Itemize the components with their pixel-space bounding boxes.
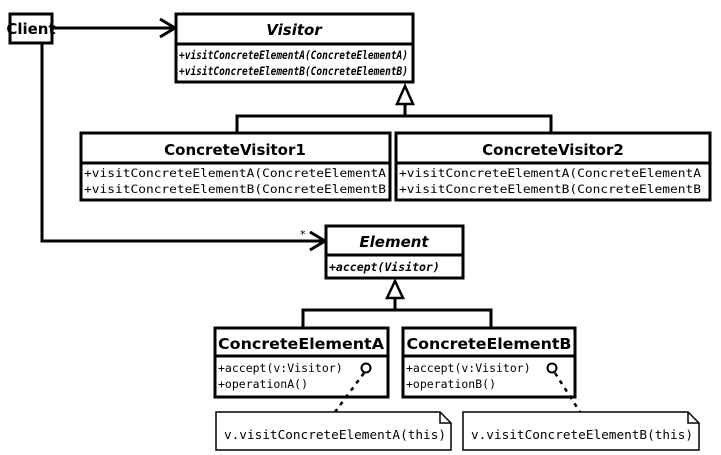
client-class: Client [6,12,56,45]
visitor-method: +visitConcreteElementA(ConcreteElementA) [179,48,408,62]
visitor-class: Visitor +visitConcreteElementA(ConcreteE… [174,12,415,84]
concrete-visitor-1-class: ConcreteVisitor1 +visitConcreteElementA(… [79,131,392,202]
note-b-link [553,372,582,413]
concrete-element-b-name: ConcreteElementB [407,335,572,353]
note-a: v.visitConcreteElementA(this) [215,411,452,451]
concrete-visitor-1-method: +visitConcreteElementA(ConcreteElementA [84,166,386,180]
concrete-visitor-2-name: ConcreteVisitor2 [482,141,624,159]
element-generalization [301,278,493,328]
element-name: Element [359,233,429,251]
concrete-element-b-method: +operationB() [406,377,496,391]
note-anchor-icon [360,362,372,374]
concrete-visitor-2-class: ConcreteVisitor2 +visitConcreteElementA(… [394,131,712,202]
concrete-element-a-method: +operationA() [218,377,308,391]
note-anchor-icon [546,362,558,374]
note-b: v.visitConcreteElementB(this) [462,411,700,451]
concrete-element-a-class: ConcreteElementA +accept(v:Visitor) +ope… [213,326,390,399]
concrete-visitor-1-method: +visitConcreteElementB(ConcreteElementB [84,182,386,196]
concrete-visitor-1-name: ConcreteVisitor1 [164,141,306,159]
client-to-visitor-association [52,17,178,39]
note-a-text: v.visitConcreteElementA(this) [224,428,446,442]
element-class: Element +accept(Visitor) [324,224,465,280]
element-method: +accept(Visitor) [329,260,440,274]
client-name: Client [6,20,55,38]
concrete-element-b-method: +accept(v:Visitor) [406,361,531,375]
visitor-method: +visitConcreteElementB(ConcreteElementB) [179,64,408,78]
concrete-element-a-name: ConcreteElementA [218,335,384,353]
concrete-visitor-2-method: +visitConcreteElementB(ConcreteElementB [399,182,701,196]
note-b-text: v.visitConcreteElementB(this) [471,428,693,442]
visitor-generalization [235,82,553,133]
concrete-element-b-class: ConcreteElementB +accept(v:Visitor) +ope… [401,326,577,399]
visitor-name: Visitor [266,21,323,39]
multiplicity-label: * [300,228,306,241]
concrete-visitor-2-method: +visitConcreteElementA(ConcreteElementA [399,166,701,180]
concrete-element-a-method: +accept(v:Visitor) [218,361,343,375]
